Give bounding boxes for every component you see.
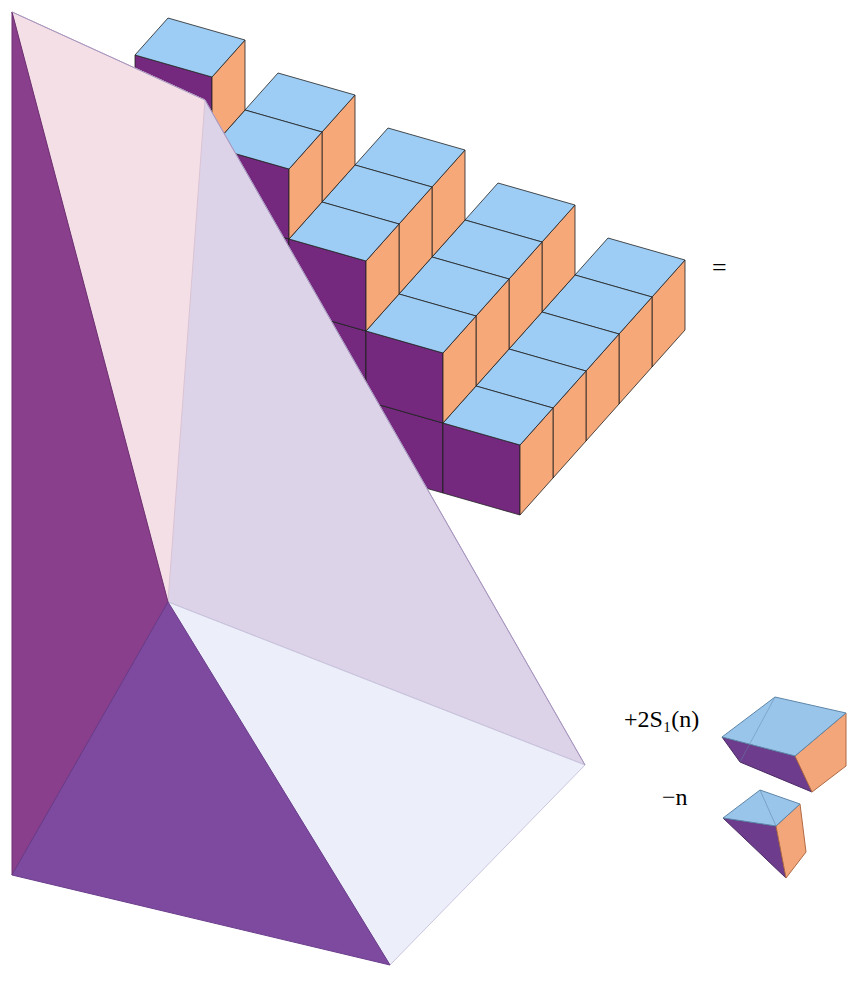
unit-cube xyxy=(443,386,553,515)
formula-term: = xyxy=(712,254,727,283)
formula-term: −n xyxy=(662,784,688,810)
pyramid-solid xyxy=(12,12,585,965)
small-pyramid-piece xyxy=(723,790,806,878)
prism-piece xyxy=(722,697,846,792)
formula-term: +2S₁(n) xyxy=(624,706,699,732)
unit-cube xyxy=(366,294,476,423)
